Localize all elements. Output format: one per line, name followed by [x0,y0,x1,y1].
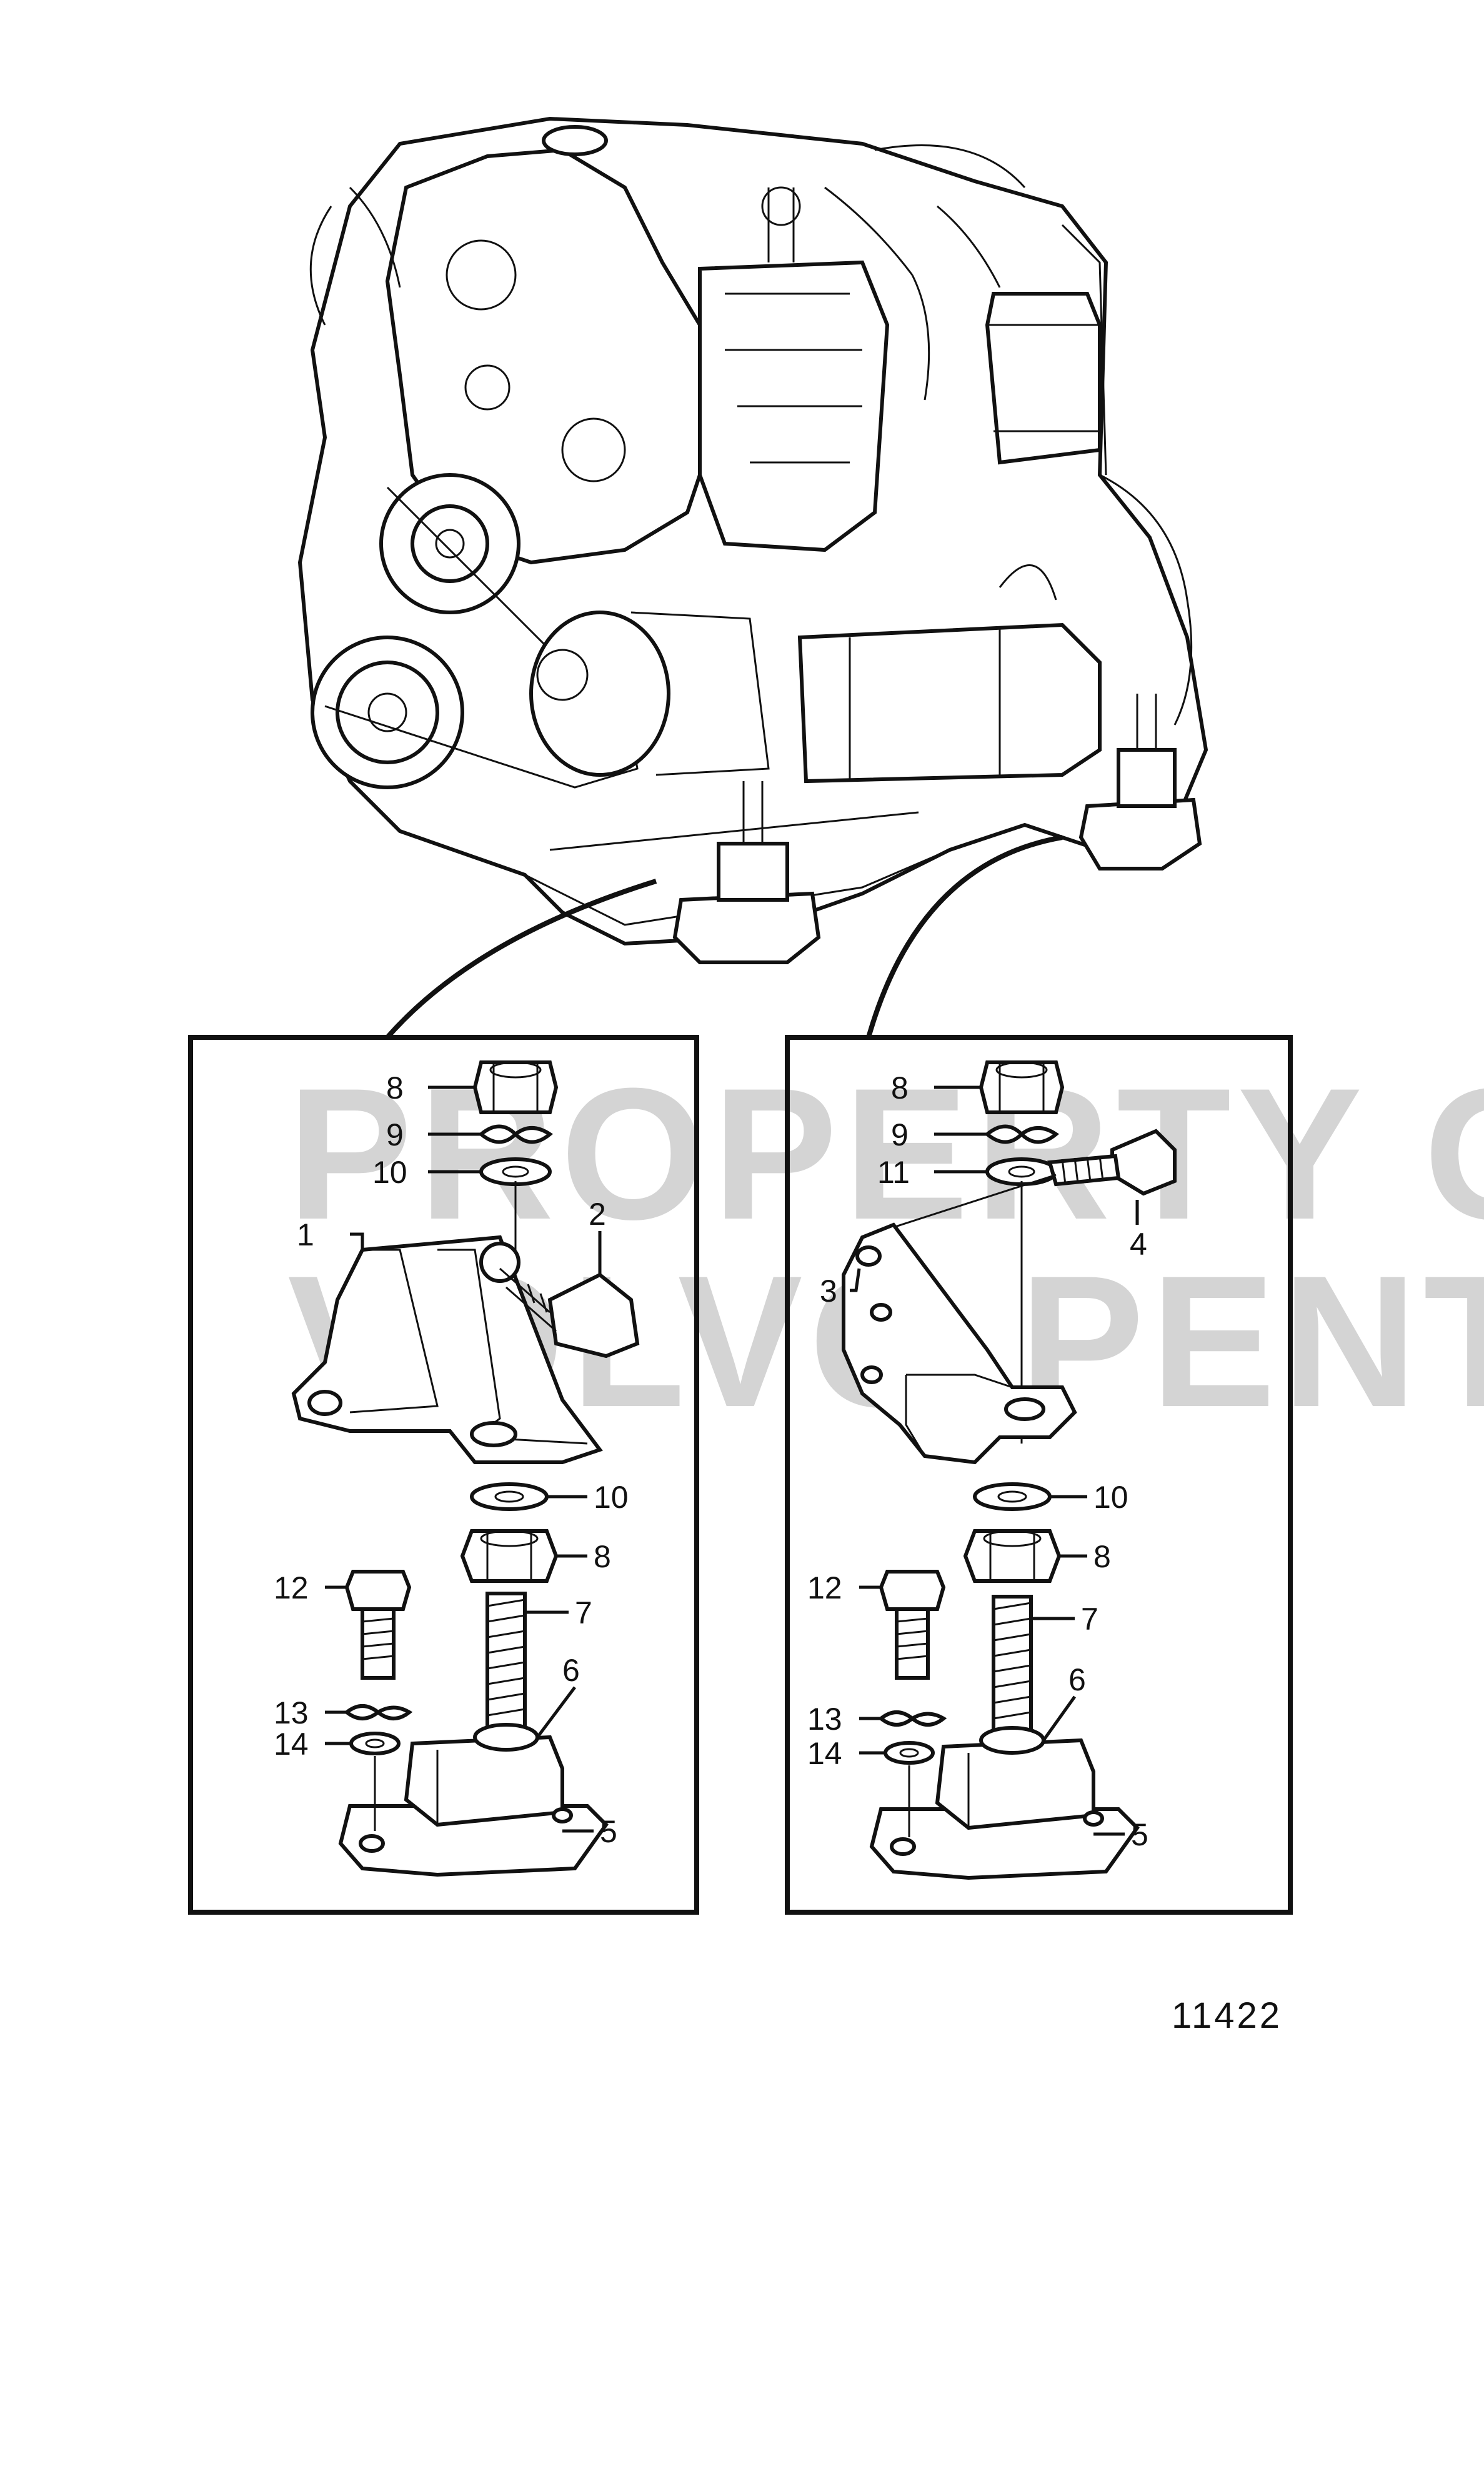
leader-arc-left [385,879,657,1039]
label-4: 4 [1130,1227,1147,1262]
label-12: 12 [274,1570,309,1605]
bolt-4 [1047,1129,1177,1196]
label-8-bottom-right: 8 [1093,1539,1111,1574]
nut-8-bottom-right [963,1529,1062,1583]
label-13-right: 13 [807,1702,842,1737]
label-14-right: 14 [807,1736,842,1771]
right-panel: 8 9 11 4 3 10 8 12 7 6 13 14 5 [785,1035,1293,1915]
label-13: 13 [274,1695,309,1730]
label-7: 7 [575,1595,592,1630]
engine-illustration [297,116,1208,964]
label-12-right: 12 [807,1570,842,1605]
label-7-right: 7 [1081,1602,1098,1637]
bracket-1 [291,1235,603,1464]
label-2: 2 [589,1197,606,1232]
spring-washer-13 [344,1704,413,1720]
label-6-right: 6 [1068,1662,1086,1697]
washer-10-right [973,1482,1052,1511]
figure-number: 11422 [1172,1995,1282,2036]
label-10-top: 10 [372,1155,407,1190]
label-8-top: 8 [386,1070,404,1105]
label-11: 11 [877,1155,910,1190]
nut-8-bottom [460,1529,559,1583]
spring-washer-9 [478,1124,554,1144]
label-6: 6 [562,1653,580,1688]
bolt-12 [344,1570,412,1680]
nut-8-top-right [979,1060,1065,1114]
label-8-bottom: 8 [594,1539,611,1574]
label-14: 14 [274,1727,309,1762]
label-10-right: 10 [1093,1480,1128,1515]
label-3: 3 [820,1274,837,1309]
washer-10-top [479,1157,552,1186]
left-panel-frame [188,1035,699,1915]
rubber-mount-5-6-right [869,1726,1140,1880]
label-8-top-right: 8 [891,1070,909,1105]
nut-8-top [472,1060,559,1114]
left-panel: 8 9 10 2 1 10 8 12 7 6 13 14 5 [188,1035,699,1915]
spring-washer-9-right [984,1124,1060,1144]
washer-10-bottom [470,1482,549,1511]
label-10-bottom: 10 [594,1480,629,1515]
washer-14-right [884,1741,935,1765]
washer-14 [349,1732,401,1755]
label-9-right: 9 [891,1117,909,1152]
label-9: 9 [386,1117,404,1152]
washer-11 [985,1157,1058,1186]
rubber-mount-5-6 [338,1723,609,1877]
label-5-right: 5 [1131,1817,1148,1852]
label-5: 5 [600,1814,617,1849]
label-1: 1 [297,1217,314,1252]
bolt-12-right [879,1570,946,1680]
leader-arc-right [866,835,1063,1039]
spring-washer-13-right [878,1710,947,1727]
right-panel-frame [785,1035,1293,1915]
bracket-3 [842,1222,1077,1465]
